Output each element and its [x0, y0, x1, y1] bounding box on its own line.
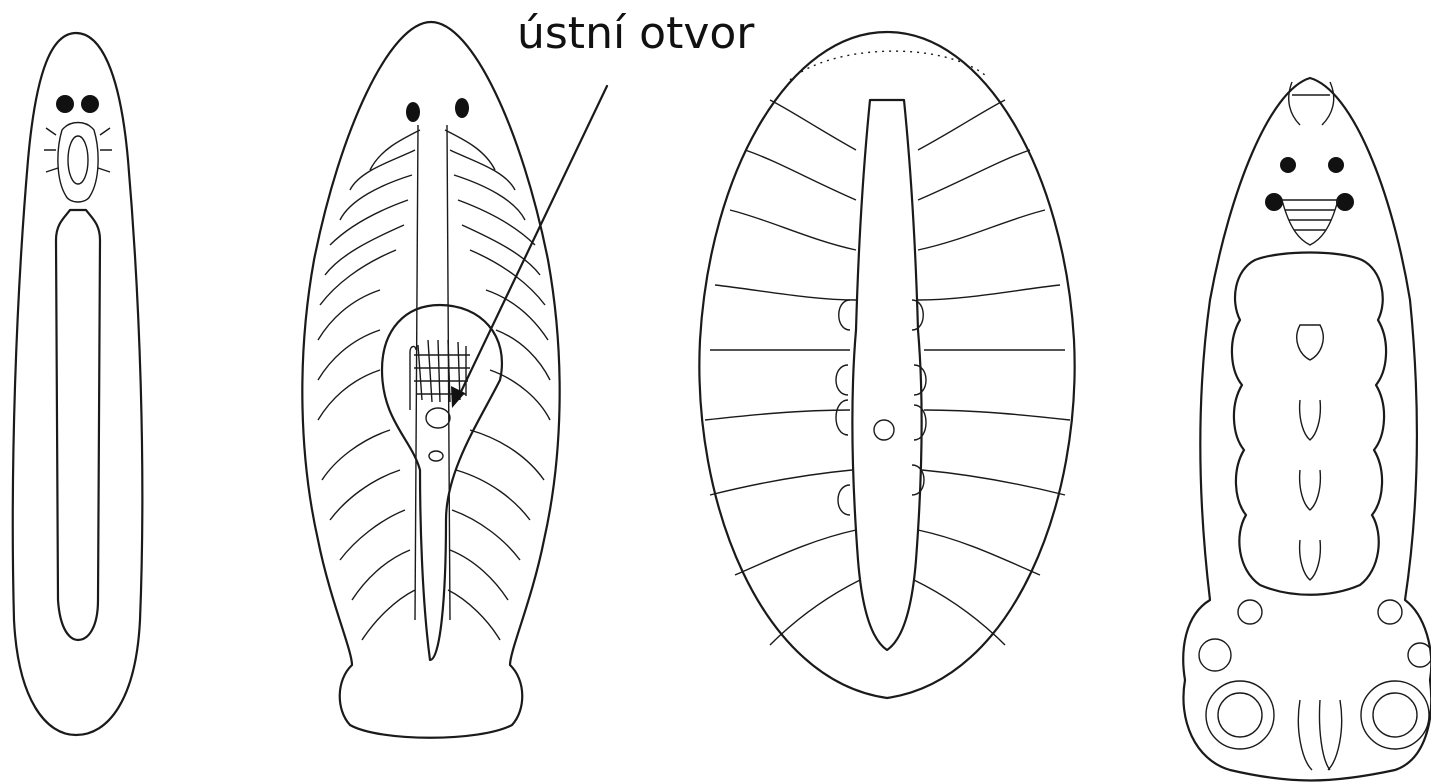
pharynx-pouch: [382, 305, 502, 660]
gut-1: [56, 210, 100, 640]
mouth-pointer-arrow: [458, 86, 607, 398]
pharynx-hook: [410, 346, 416, 410]
flatworm-2: [302, 22, 607, 738]
gut-branches-left: [318, 125, 420, 640]
worm-4-outline: [1183, 78, 1431, 781]
flatworm-3: [699, 32, 1074, 698]
sucker-middle-right: [1408, 643, 1431, 667]
gut-4: [1232, 253, 1386, 595]
posterior-suckers: [1199, 600, 1431, 770]
sucker-middle-left: [1199, 639, 1231, 671]
genital-pore: [429, 451, 443, 461]
eyespot-lower-right: [1336, 193, 1354, 211]
eyespot-left: [406, 102, 420, 122]
eyespot-right: [81, 95, 99, 113]
flatworm-4: [1183, 78, 1431, 781]
gut-branches-3-right: [912, 100, 1070, 645]
pharynx-1-sense: [44, 128, 112, 172]
sucker-lower-right-inner: [1373, 693, 1417, 737]
flatworm-1: [13, 33, 143, 735]
posterior-hooks: [1298, 700, 1341, 770]
sucker-lower-left-inner: [1218, 693, 1262, 737]
mouth-opening: [426, 408, 450, 428]
sucker-upper-left: [1238, 600, 1262, 624]
worm-3-outline: [699, 32, 1074, 698]
eyespot-upper-left: [1280, 157, 1296, 173]
sucker-upper-right: [1378, 600, 1402, 624]
sucker-lower-left: [1206, 681, 1274, 749]
eyespot-lower-left: [1265, 193, 1283, 211]
central-gut-3: [852, 100, 921, 650]
mouth-3: [874, 420, 894, 440]
eyespot-right: [455, 98, 469, 118]
gut-branches-3-left: [705, 100, 860, 645]
eyespot-left: [56, 95, 74, 113]
eyespot-upper-right: [1328, 157, 1344, 173]
pharynx-4: [1282, 200, 1338, 245]
pharynx-1: [58, 123, 98, 203]
gut-4-organs: [1297, 325, 1324, 580]
sucker-lower-right: [1361, 681, 1429, 749]
pharynx-1-inner: [68, 136, 88, 184]
worm-1-outline: [13, 33, 143, 735]
